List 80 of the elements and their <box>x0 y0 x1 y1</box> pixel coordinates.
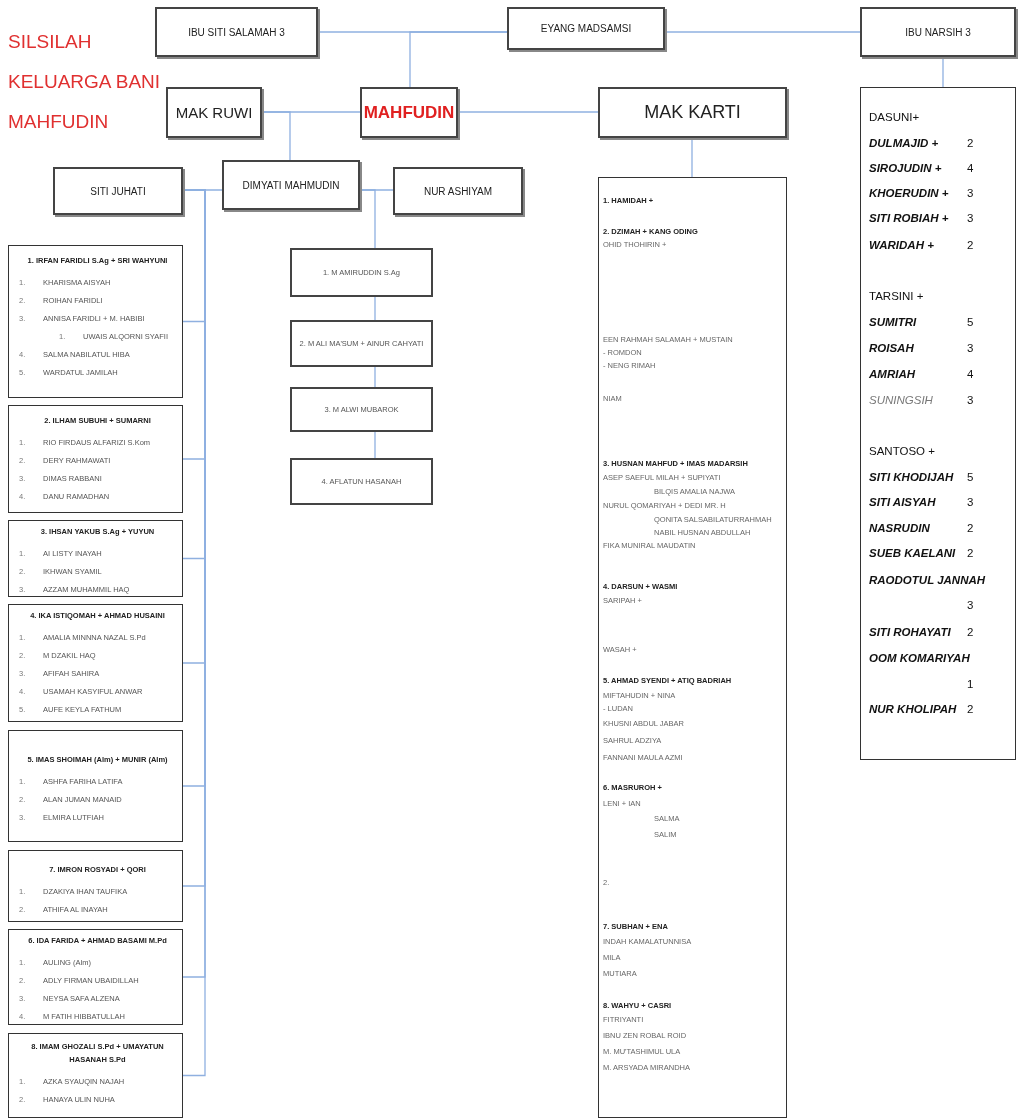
person-name: MAHFUDIN <box>363 102 455 123</box>
family-box <box>8 850 183 922</box>
connector-line <box>691 137 693 178</box>
child-name: SIROJUDIN + <box>869 162 942 174</box>
connector-line <box>409 31 508 88</box>
child-name: SITI KHODIJAH <box>869 471 954 483</box>
family-box <box>8 604 183 722</box>
child-name: SUMITRI <box>869 316 917 328</box>
family-list-box <box>598 177 787 1118</box>
family-box <box>8 245 183 398</box>
child-count: 3 <box>967 212 974 224</box>
child-name: SITI ROBIAH + <box>869 212 949 224</box>
person-box <box>155 7 318 57</box>
child-count: 2 <box>967 239 974 251</box>
child-name: WARIDAH + <box>869 239 934 251</box>
person-box <box>360 87 458 138</box>
family-box <box>8 405 183 513</box>
person-box <box>507 7 665 50</box>
child-name: SUEB KAELANI <box>869 547 956 559</box>
child-box <box>290 458 433 505</box>
child-box <box>290 320 433 367</box>
child-box <box>290 387 433 432</box>
child-count: 5 <box>967 471 974 483</box>
connector-line <box>359 189 376 249</box>
child-name: SUNINGSIH <box>869 394 933 406</box>
child-name: OOM KOMARIYAH <box>869 652 970 664</box>
parent-name: SANTOSO + <box>869 445 935 457</box>
person-name: EYANG MADSAMSI <box>540 23 632 34</box>
family-box <box>8 1033 183 1118</box>
child-count: 4 <box>967 368 974 380</box>
connector-line <box>374 431 376 459</box>
family-box <box>8 929 183 1025</box>
child-name: RAODOTUL JANNAH <box>869 574 986 586</box>
child-name: NASRUDIN <box>869 522 930 534</box>
child-name: ROISAH <box>869 342 914 354</box>
person-name: SITI JUHATI <box>90 185 146 197</box>
family-list-box <box>860 87 1016 760</box>
parent-name: DASUNI+ <box>869 111 920 123</box>
family-box <box>8 730 183 842</box>
connector-line <box>664 31 861 33</box>
person-name: MAK RUWI <box>175 104 253 121</box>
child-count: 3 <box>967 599 974 611</box>
child-count: 3 <box>967 394 974 406</box>
person-box <box>598 87 787 138</box>
connector-line <box>457 111 599 113</box>
person-box <box>222 160 360 210</box>
person-box <box>166 87 262 138</box>
child-count: 2 <box>967 547 974 559</box>
person-name: IBU NARSIH 3 <box>905 26 971 38</box>
person-name: DIMYATI MAHMUDIN <box>242 179 340 191</box>
child-count: 3 <box>967 187 974 199</box>
child-count: 5 <box>967 316 974 328</box>
child-name: DULMAJID + <box>869 137 939 149</box>
person-box <box>393 167 523 215</box>
child-count: 4 <box>967 162 974 174</box>
child-name: SITI ROHAYATI <box>869 626 951 638</box>
child-count: 2 <box>967 626 974 638</box>
child-count: 3 <box>967 496 974 508</box>
child-name: NUR KHOLIPAH <box>869 703 957 715</box>
person-name: MAK KARTI <box>644 102 741 123</box>
child-box <box>290 248 433 297</box>
connector-line <box>942 56 944 88</box>
person-box <box>860 7 1016 57</box>
family-box <box>8 520 183 597</box>
child-count: 2 <box>967 703 974 715</box>
person-name: IBU SITI SALAMAH 3 <box>188 26 285 38</box>
child-count: 2 <box>967 522 974 534</box>
person-name: NUR ASHIYAM <box>423 185 493 197</box>
child-count: 1 <box>967 678 974 690</box>
child-name: AMRIAH <box>869 368 915 380</box>
connector-line <box>374 296 376 321</box>
child-name: SITI AISYAH <box>869 496 936 508</box>
child-name: KHOERUDIN + <box>869 187 949 199</box>
connector-line <box>261 111 291 161</box>
child-count: 2 <box>967 137 974 149</box>
connector-line <box>374 366 376 388</box>
parent-name: TARSINI + <box>869 290 924 302</box>
title: SILSILAH KELUARGA BANI MAHFUDIN <box>8 30 162 134</box>
person-box <box>53 167 183 215</box>
child-count: 3 <box>967 342 974 354</box>
